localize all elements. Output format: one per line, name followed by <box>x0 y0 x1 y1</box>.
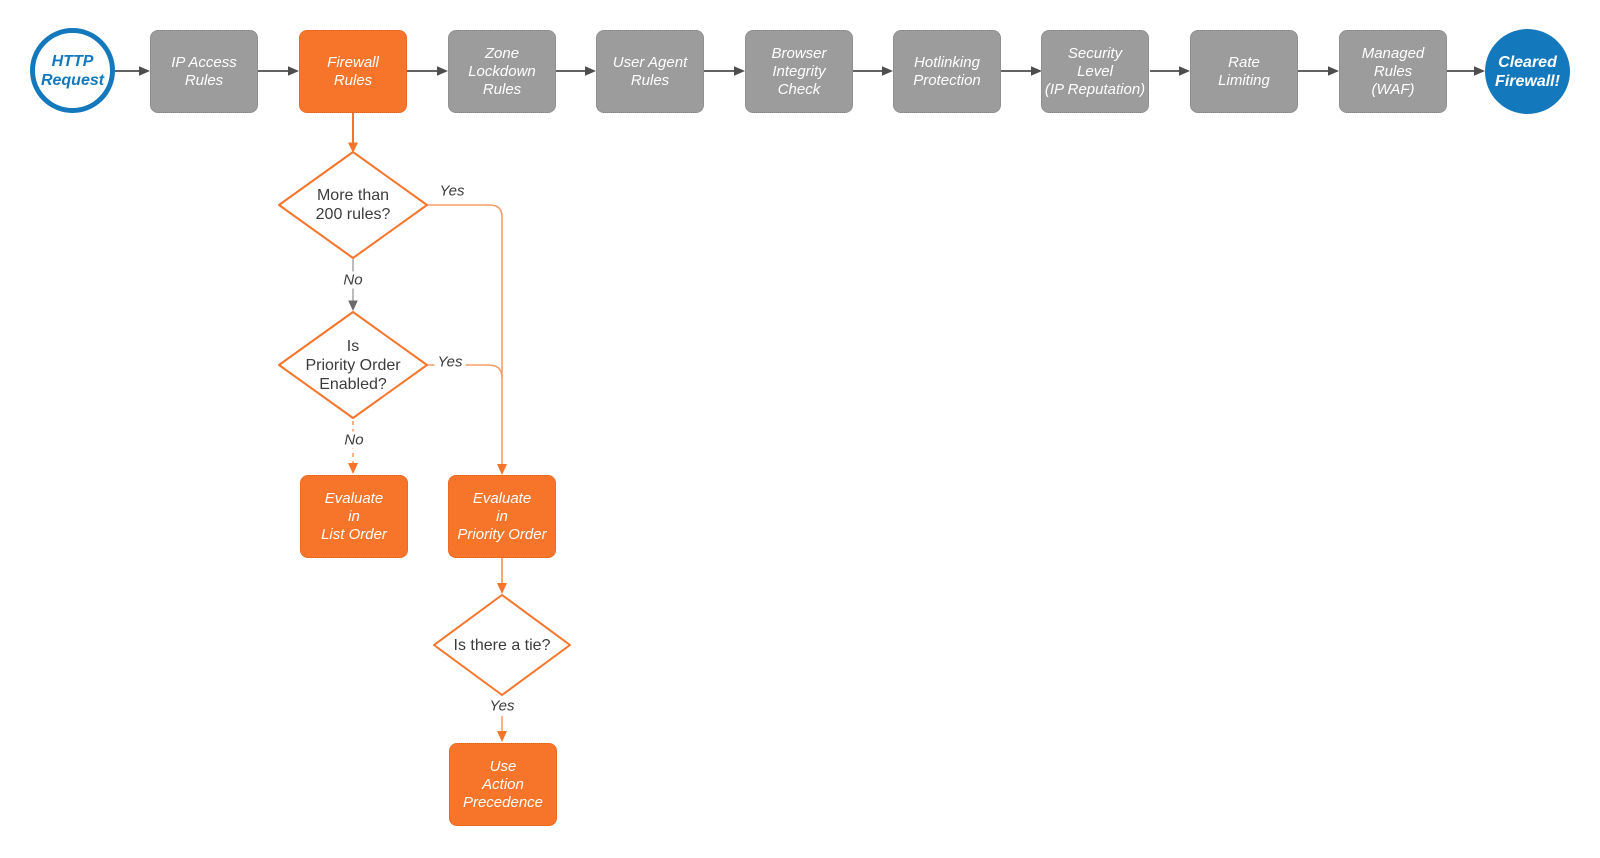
node-label: Zone Lockdown Rules <box>468 44 536 98</box>
node-use-action-precedence: Use Action Precedence <box>449 743 557 826</box>
arrowhead-action-box <box>497 731 507 742</box>
decision-text: More than 200 rules? <box>315 187 391 223</box>
arrowhead-d1 <box>348 142 358 153</box>
diamond-is-there-a-tie <box>433 594 571 696</box>
decision-priority-order-enabled-label: Is Priority Order Enabled? <box>283 336 423 394</box>
pipeline-connectors <box>115 66 1485 76</box>
diamond-more-than-200-rules <box>278 151 428 259</box>
node-label: Evaluate in Priority Order <box>457 489 547 543</box>
node-browser-integrity-check: Browser Integrity Check <box>745 30 853 113</box>
node-evaluate-in-list-order: Evaluate in List Order <box>300 475 408 558</box>
decision-text: Is Priority Order Enabled? <box>305 337 401 393</box>
start-node-label: HTTP Request <box>40 52 105 89</box>
connector-d1-yes-spine <box>427 204 503 466</box>
node-label: User Agent Rules <box>612 53 688 89</box>
node-label: Managed Rules (WAF) <box>1361 44 1425 98</box>
node-zone-lockdown-rules: Zone Lockdown Rules <box>448 30 556 113</box>
arrowhead-list-box <box>348 463 358 474</box>
node-security-level: Security Level (IP Reputation) <box>1041 30 1149 113</box>
start-node-http-request: HTTP Request <box>30 28 115 113</box>
node-label: Use Action Precedence <box>462 757 544 811</box>
decision-diamonds <box>278 151 571 696</box>
node-user-agent-rules: User Agent Rules <box>596 30 704 113</box>
edge-label-d2-no: No <box>341 431 367 449</box>
connector-d2-yes <box>427 364 503 379</box>
node-label: Hotlinking Protection <box>913 53 981 89</box>
decision-text: Is there a tie? <box>453 636 551 654</box>
end-node-label: Cleared Firewall! <box>1495 53 1560 90</box>
node-label: IP Access Rules <box>171 53 237 89</box>
node-label: Rate Limiting <box>1218 53 1270 89</box>
branch-connectors <box>348 113 507 742</box>
node-label: Security Level (IP Reputation) <box>1044 44 1146 98</box>
arrowhead-priority-box <box>497 464 507 475</box>
decision-more-than-200-rules-label: More than 200 rules? <box>283 177 423 233</box>
arrowhead-d2 <box>348 300 358 311</box>
node-label: Browser Integrity Check <box>771 44 827 98</box>
edge-label-d2-yes: Yes <box>434 353 466 371</box>
node-label: Evaluate in List Order <box>321 489 387 543</box>
node-ip-access-rules: IP Access Rules <box>150 30 258 113</box>
decision-is-there-a-tie-label: Is there a tie? <box>432 633 572 657</box>
end-node-cleared-firewall: Cleared Firewall! <box>1485 29 1570 114</box>
edge-label-d1-no: No <box>340 271 366 289</box>
node-managed-rules-waf: Managed Rules (WAF) <box>1339 30 1447 113</box>
node-evaluate-in-priority-order: Evaluate in Priority Order <box>448 475 556 558</box>
diamond-priority-order-enabled <box>278 311 428 419</box>
node-label: Firewall Rules <box>327 53 379 89</box>
arrowhead-d3 <box>497 583 507 594</box>
node-hotlinking-protection: Hotlinking Protection <box>893 30 1001 113</box>
node-rate-limiting: Rate Limiting <box>1190 30 1298 113</box>
edge-label-d3-yes: Yes <box>486 697 518 715</box>
node-firewall-rules: Firewall Rules <box>299 30 407 113</box>
edge-label-d1-yes: Yes <box>436 182 468 200</box>
